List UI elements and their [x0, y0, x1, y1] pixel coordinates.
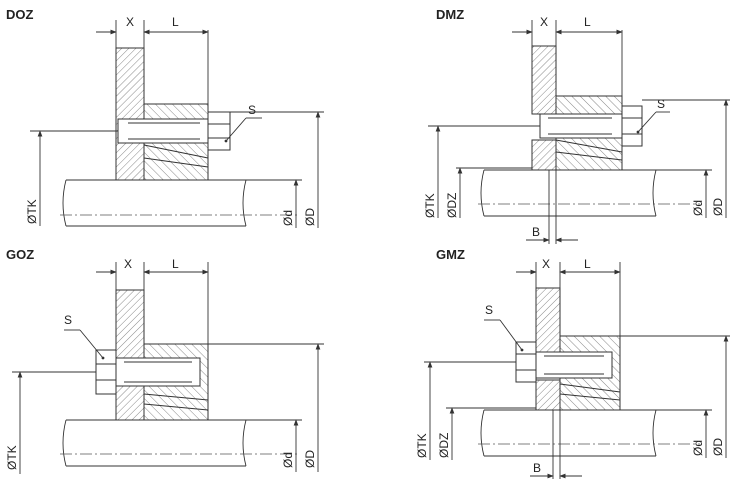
dim-l-label: L	[172, 15, 179, 29]
dim-s-label: S	[64, 313, 72, 327]
dim-dd-label: ØD	[303, 208, 317, 226]
dim-dd-label: ØD	[711, 198, 725, 216]
bolt	[95, 349, 201, 395]
shaft	[478, 409, 700, 457]
dim-x-label: X	[126, 15, 134, 29]
dim-d-label: Ød	[281, 210, 295, 226]
panel-goz: GOZ X L S ØTK	[5, 247, 324, 474]
dim-tk-label: ØTK	[415, 433, 429, 458]
dim-dd-label: ØD	[711, 438, 725, 456]
flange-plate	[535, 287, 561, 357]
shaft	[60, 419, 300, 467]
dim-d-label: Ød	[281, 452, 295, 468]
shaft	[478, 169, 700, 217]
dim-tk-label: ØTK	[25, 199, 39, 224]
centering-step	[531, 139, 557, 171]
dim-d-label: Ød	[691, 440, 705, 456]
dim-x-label: X	[540, 15, 548, 29]
dim-tk-label: ØTK	[423, 193, 437, 218]
panel-doz: DOZ X L S	[6, 7, 324, 228]
panel-title: DOZ	[6, 7, 34, 22]
panel-gmz: GMZ X L S ØT	[415, 247, 730, 479]
dim-s-label: S	[485, 303, 493, 317]
dim-dd-label: ØD	[303, 450, 317, 468]
bolt	[515, 341, 613, 383]
panel-title: DMZ	[436, 7, 464, 22]
dim-s-label: S	[657, 97, 665, 111]
flange-plate	[115, 47, 145, 181]
flange-plate	[531, 45, 557, 115]
shaft	[60, 179, 300, 227]
dim-dz-label: ØDZ	[437, 433, 451, 458]
dim-d-label: Ød	[691, 200, 705, 216]
panel-dmz: DMZ X L S ØT	[423, 7, 730, 244]
dim-b-label: B	[532, 225, 540, 239]
dim-x-label: X	[542, 257, 550, 271]
dim-tk-label: ØTK	[5, 445, 19, 470]
dim-b-label: B	[533, 461, 541, 475]
dim-x-label: X	[124, 257, 132, 271]
panel-title: GMZ	[436, 247, 465, 262]
dim-l-label: L	[584, 257, 591, 271]
bolt	[539, 105, 643, 147]
bolt	[117, 111, 231, 151]
dim-l-label: L	[172, 257, 179, 271]
flange-plate	[115, 289, 145, 421]
panel-title: GOZ	[6, 247, 34, 262]
dim-l-label: L	[584, 15, 591, 29]
dim-s-label: S	[248, 103, 256, 117]
dim-dz-label: ØDZ	[445, 193, 459, 218]
centering-step	[535, 379, 561, 411]
